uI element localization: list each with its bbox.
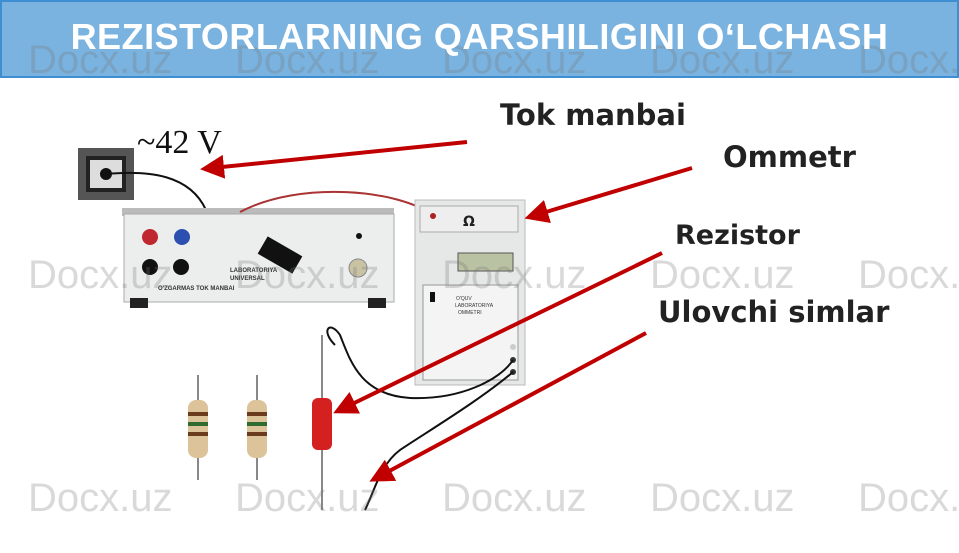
power-supply-line2: UNIVERSAL [230, 276, 265, 282]
resistor [188, 375, 208, 480]
label-ohmmeter: Ommetr [723, 140, 856, 174]
watermark: Docx.uz [28, 38, 173, 82]
watermark: Docx.uz [235, 38, 380, 82]
power-supply-line1: LABORATORIYA [230, 268, 278, 274]
label-power-source: Tok manbai [500, 98, 686, 132]
voltage-label: ~42 V [137, 124, 222, 161]
label-wires: Ulovchi simlar [658, 295, 890, 329]
wall-socket [78, 148, 134, 200]
power-supply-line3: O'ZGARMAS TOK MANBAI [158, 286, 235, 292]
ohmmeter-line3: OMMETRI [458, 310, 482, 316]
power-cord [105, 171, 207, 211]
watermark: Docx.uz [650, 253, 795, 297]
watermark: Docx.uz [858, 253, 959, 297]
power-supply: LABORATORIYA UNIVERSAL O'ZGARMAS TOK MAN… [122, 208, 395, 308]
watermark: Docx.uz [235, 476, 380, 520]
watermark: Docx.uz [442, 38, 587, 82]
resistor [247, 375, 267, 480]
watermark: Docx.uz [442, 476, 587, 520]
watermark: Docx.uz [235, 253, 380, 297]
red-resistor [312, 335, 332, 510]
title-bar [0, 0, 959, 78]
watermark: Docx.uz [858, 38, 959, 82]
ohm-symbol: Ω [463, 214, 475, 230]
watermark: Docx.uz [650, 476, 795, 520]
label-resistor: Rezistor [675, 220, 800, 251]
watermark: Docx.uz [28, 253, 173, 297]
watermark: Docx.uz [442, 253, 587, 297]
slide-title: REZISTORLARNING QARSHILIGINI O‘LCHASH [70, 16, 889, 57]
watermark: Docx.uz [858, 476, 959, 520]
watermark: Docx.uz [28, 476, 173, 520]
ohmmeter-line2: LABORATORIYA [455, 303, 494, 309]
watermark: Docx.uz [650, 38, 795, 82]
